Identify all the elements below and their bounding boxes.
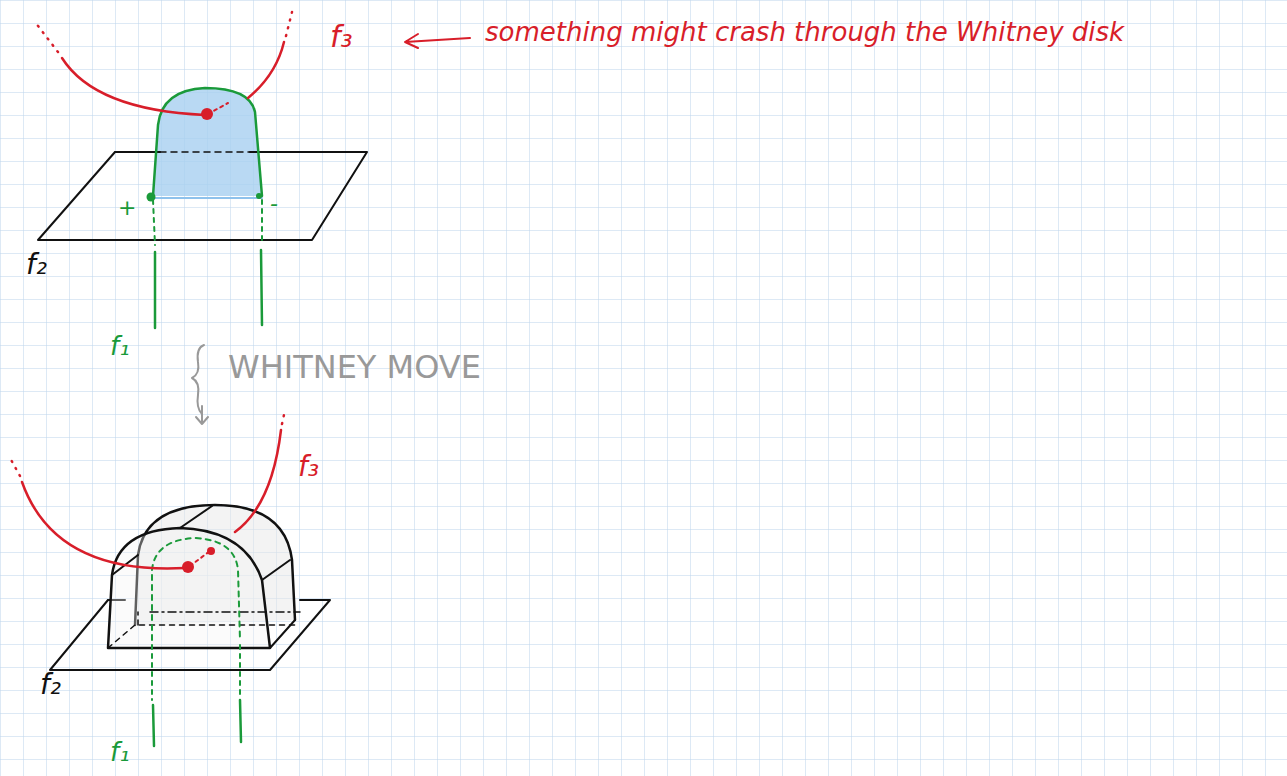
f3-curve: [62, 58, 205, 115]
step-label: WHITNEY MOVE: [228, 350, 481, 385]
annotation-note: something might crash through the Whitne…: [485, 18, 1124, 47]
sheet-label: f₃: [298, 452, 319, 483]
f1-sheet: [153, 88, 262, 196]
sign-mark: +: [118, 196, 136, 220]
f3-curve: [22, 482, 185, 568]
whitney-disk: [153, 88, 262, 196]
sheet-label: f₁: [110, 332, 130, 361]
sheet-label: f₂: [26, 250, 47, 281]
bottom-figure: [10, 410, 330, 746]
sheet-label: f₂: [40, 670, 61, 701]
f1-sheet: [152, 538, 240, 640]
finger-front: [108, 528, 270, 648]
sheet-label: f₃: [330, 20, 353, 53]
sign-mark: -: [270, 192, 278, 216]
sheet-label: f₁: [110, 738, 130, 767]
